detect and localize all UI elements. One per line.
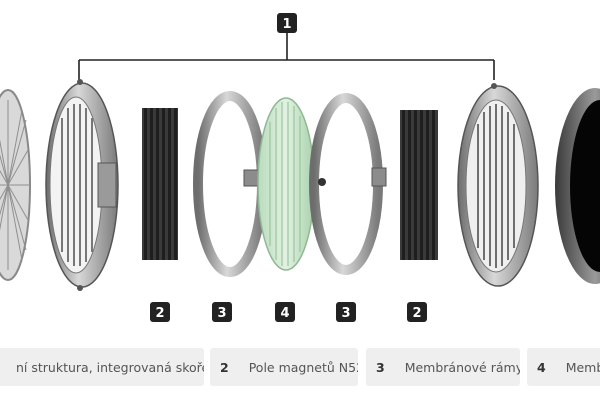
badge-3-left-text: 3 [217, 306, 226, 321]
badge-1: 1 [277, 13, 297, 33]
legend-item-1[interactable]: ní struktura, integrovaná skořepina [0, 348, 204, 386]
badge-3-left: 3 [212, 302, 232, 322]
magnet-array-left [142, 108, 178, 260]
outer-grille-left [0, 89, 31, 281]
component-legend: ní struktura, integrovaná skořepina 2 Po… [0, 348, 600, 388]
badge-3-right-text: 3 [341, 306, 350, 321]
legend-item-4[interactable]: 4 Memb [527, 348, 600, 386]
legend-item-3[interactable]: 3 Membránové rámy [366, 348, 520, 386]
shell-right [457, 83, 539, 287]
callout-bracket [78, 33, 495, 80]
legend-item-4-label: Memb [565, 359, 600, 375]
legend-item-1-label: ní struktura, integrovaná skořepina [16, 359, 204, 375]
badge-4: 4 [275, 302, 295, 322]
ear-pad-right [555, 88, 600, 284]
shell-left [45, 79, 119, 291]
legend-item-4-number: 4 [537, 359, 546, 375]
badge-2-left-text: 2 [155, 306, 164, 321]
badge-3-right: 3 [336, 302, 356, 322]
legend-item-3-label: Membránové rámy [404, 359, 520, 375]
badge-2-right-text: 2 [412, 306, 421, 321]
membrane-frame-left [193, 91, 267, 277]
membrane-frame-right [309, 93, 387, 275]
membrane [257, 97, 315, 271]
badge-1-text: 1 [282, 17, 291, 32]
badge-2-right: 2 [407, 302, 427, 322]
badge-4-text: 4 [280, 306, 289, 321]
legend-item-2[interactable]: 2 Pole magnetů N52 [210, 348, 358, 386]
badge-2-left: 2 [150, 302, 170, 322]
magnet-array-right [400, 110, 438, 260]
legend-item-3-number: 3 [376, 359, 385, 375]
legend-item-2-number: 2 [220, 359, 229, 375]
legend-item-2-label: Pole magnetů N52 [248, 359, 358, 375]
exploded-driver-diagram: 1 [0, 13, 600, 322]
